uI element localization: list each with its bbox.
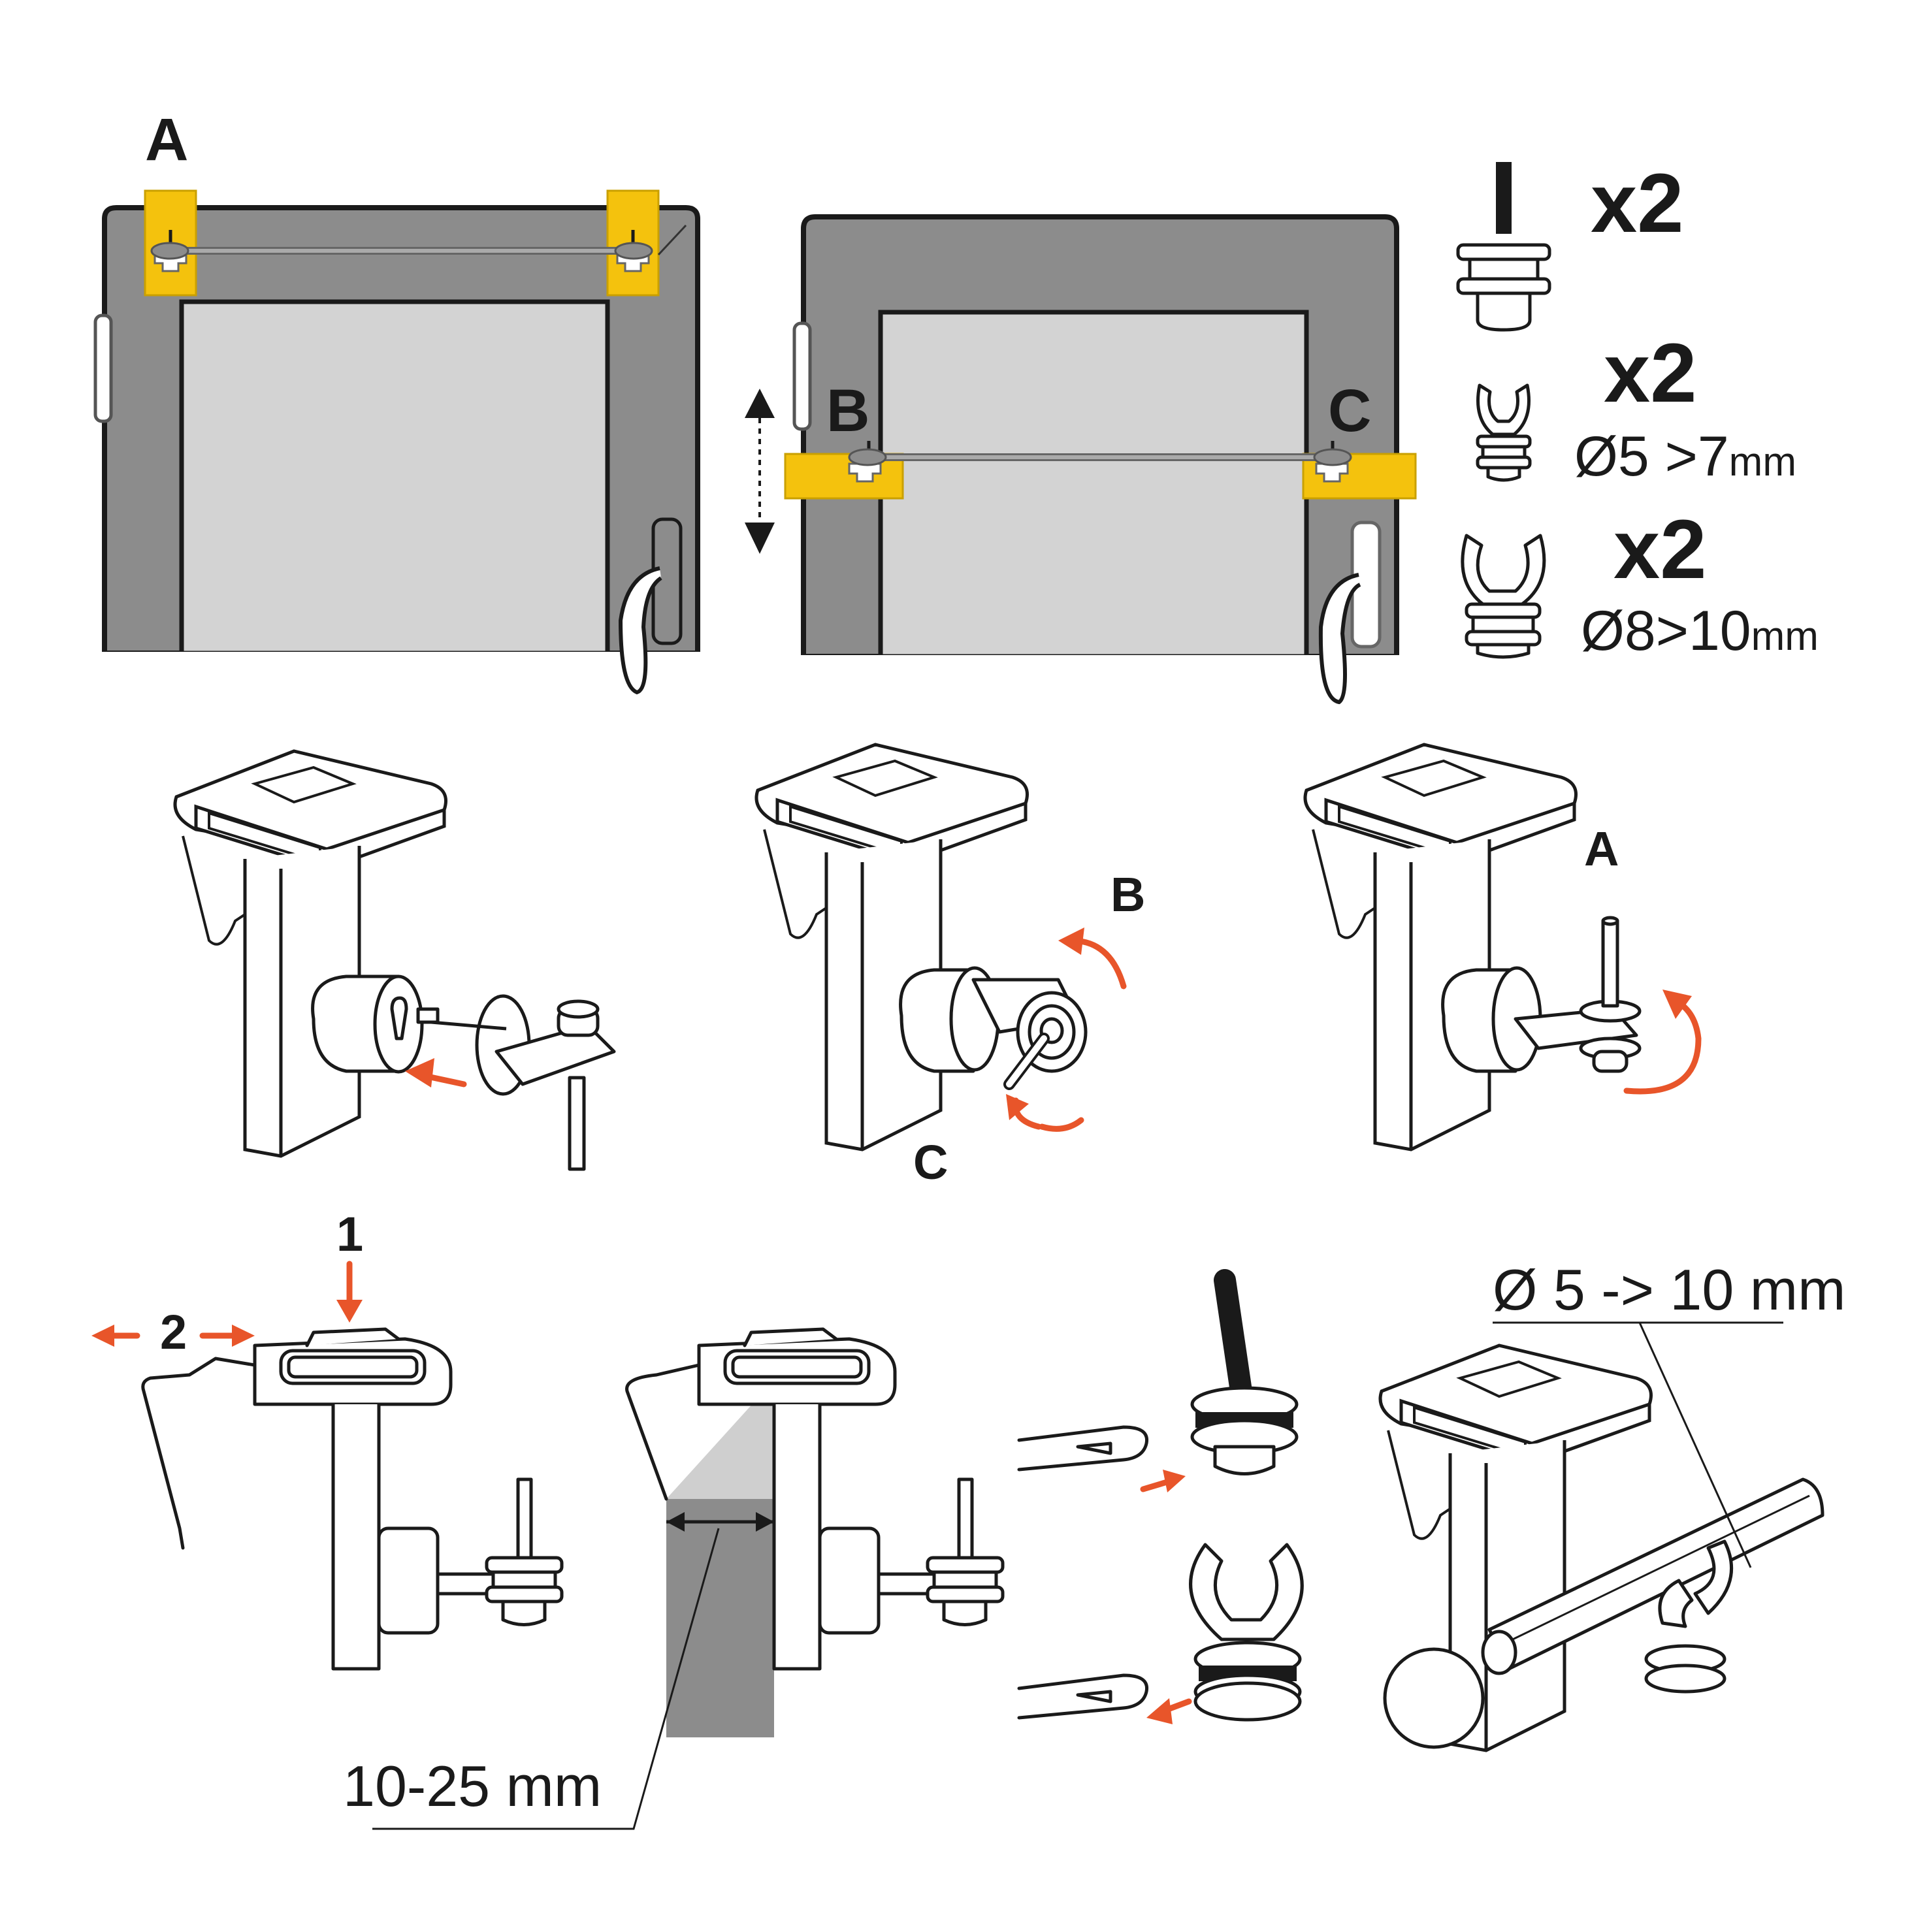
label-b-top: B: [826, 378, 869, 444]
label-step-1: 1: [336, 1207, 363, 1261]
curtain-rod: [1383, 1477, 1824, 1749]
insert-arrow-icon: [1140, 1470, 1186, 1492]
press-down-arrow-icon: [336, 1261, 363, 1323]
rotate-arrow-a-icon: [1623, 990, 1702, 1095]
rotate-arrow-b-icon: [1058, 927, 1127, 990]
large-clip-icon: [1461, 534, 1546, 659]
label-c-step: C: [913, 1135, 948, 1189]
spread-arrow-icon: [91, 1325, 255, 1347]
label-b-step: B: [1110, 867, 1145, 922]
part-qty-2: x2: [1604, 327, 1696, 420]
parts-list: x2 x2 Ø5 >7mm x2 Ø8>10mm: [1456, 157, 1819, 662]
bracket-right: [1302, 453, 1417, 500]
window-glass: [878, 310, 1309, 659]
step-rotate-bc: B C: [756, 745, 1145, 1189]
part-qty-1: x2: [1591, 157, 1683, 250]
part-diameter-2: Ø5 >7mm: [1574, 425, 1796, 488]
label-a-step: A: [1584, 822, 1619, 876]
window-handle-icon: [1318, 521, 1382, 705]
rotate-arrow-c-icon: [1006, 1094, 1084, 1132]
hinge-icon: [792, 321, 812, 431]
frame-profile: [666, 1499, 774, 1737]
label-c-top: C: [1328, 378, 1371, 444]
step-final-with-rod: Ø 5 -> 10 mm: [1380, 1257, 1845, 1750]
small-clip-icon: [1476, 383, 1532, 482]
part-qty-3: x2: [1613, 503, 1706, 596]
step-clamp-on-frame: 10-25 mm: [343, 1327, 1005, 1830]
pin-bushing-icon: [1190, 1269, 1299, 1475]
remove-arrow-icon: [1146, 1698, 1192, 1724]
part-diameter-3: Ø8>10mm: [1581, 600, 1819, 662]
window-handle-icon: [618, 517, 683, 695]
bracket-left: [784, 453, 904, 500]
label-a-top: A: [145, 106, 188, 173]
window-panel-mid-mount: B C: [745, 214, 1417, 705]
window-glass: [179, 299, 610, 656]
rod-diameter-leader-line: [1493, 1321, 1783, 1568]
step-rotate-a: A: [1305, 745, 1702, 1150]
step-insert-pin: [175, 751, 616, 1171]
thickness-leader-line: [372, 1528, 720, 1830]
frame-thickness-label: 10-25 mm: [343, 1754, 602, 1818]
step-open-clamp: 1 2: [91, 1207, 564, 1671]
window-panel-top-mount: A: [93, 106, 705, 695]
rod-diameter-label: Ø 5 -> 10 mm: [1493, 1257, 1845, 1322]
large-clip-icon: [1189, 1543, 1304, 1722]
insert-arrow-icon: [405, 1058, 467, 1087]
step-swap-clip: [1017, 1269, 1304, 1724]
vertical-adjust-arrow-icon: [745, 389, 775, 554]
rod-finial: [1383, 1647, 1485, 1749]
hinge-icon: [93, 314, 113, 423]
pin-bushing-icon: [1456, 162, 1551, 332]
label-step-2: 2: [160, 1305, 187, 1359]
